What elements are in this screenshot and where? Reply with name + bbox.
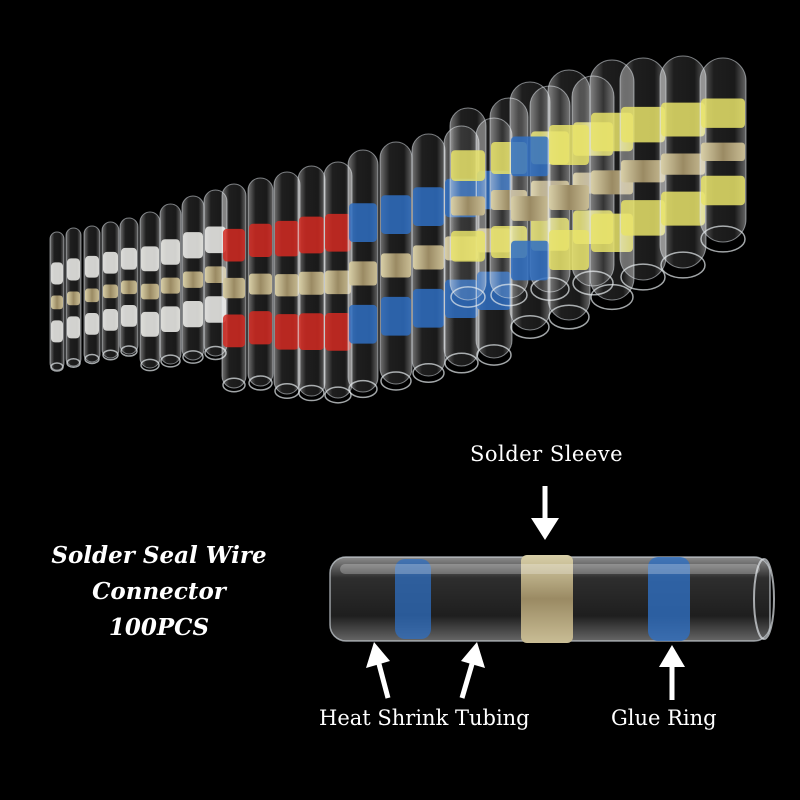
connector-tube [699, 57, 747, 253]
connector-tube [619, 57, 667, 291]
up-arrow-icon [366, 642, 391, 699]
connector-tube [247, 177, 274, 391]
connector-tube [181, 195, 205, 364]
connector-tube [379, 141, 413, 391]
connector-assortment [49, 55, 747, 404]
connector-tube [509, 81, 551, 339]
glue-ring-right [648, 557, 690, 641]
solder-sleeve-band [521, 555, 573, 643]
tube-end-opening [753, 558, 775, 640]
single-connector [329, 555, 775, 643]
connector-tube [101, 221, 120, 361]
down-arrow-icon [531, 486, 559, 540]
product-title-line3: 100PCS [108, 614, 210, 641]
connector-tube [83, 225, 101, 365]
connector-tube [273, 171, 301, 400]
up-arrow-icon [659, 645, 685, 700]
connector-tube [659, 55, 707, 279]
connector-tube [221, 183, 247, 393]
connector-tube [49, 231, 65, 372]
connector-tube [547, 69, 591, 330]
connector-tube [347, 149, 379, 399]
up-arrow-icon [459, 642, 485, 699]
product-title: Solder Seal Wire Connector 100PCS [14, 538, 304, 646]
heat-shrink-tubing-label: Heat Shrink Tubing [319, 706, 530, 730]
glue-ring-left [395, 559, 431, 639]
connector-tube [297, 165, 326, 402]
connector-tube [159, 203, 182, 368]
connector-tube [323, 161, 353, 404]
connector-tube [411, 133, 446, 383]
tube-highlight [340, 564, 760, 574]
product-title-line1: Solder Seal Wire [51, 542, 267, 569]
solder-sleeve-label: Solder Sleeve [470, 442, 624, 466]
connector-tube [119, 217, 139, 357]
connector-tube [65, 227, 82, 368]
product-title-line2: Connector [92, 578, 226, 605]
connector-tube [203, 189, 228, 361]
connector-tube [139, 211, 161, 372]
glue-ring-label: Glue Ring [611, 706, 717, 730]
connector-tube [449, 107, 487, 308]
